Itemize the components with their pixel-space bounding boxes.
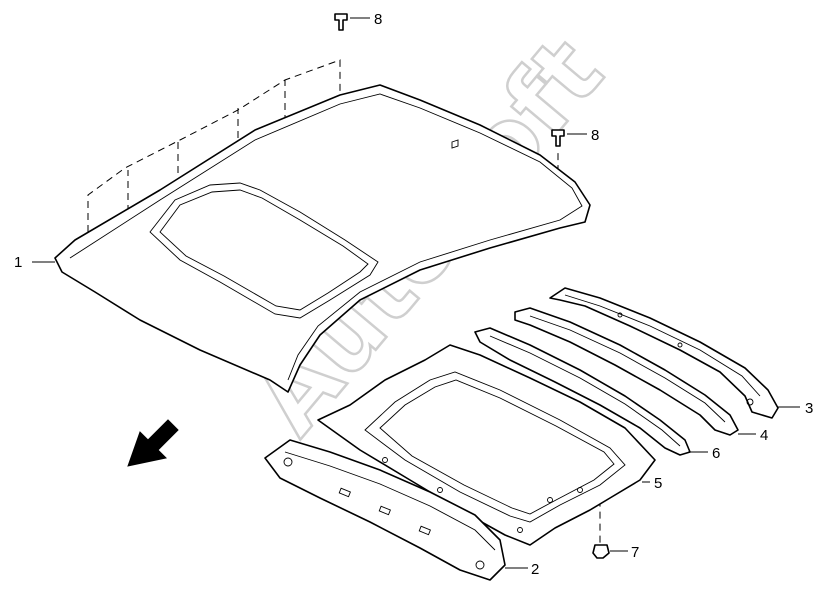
roof-bow-rear	[514, 307, 739, 436]
front-direction-arrow-icon	[127, 419, 179, 467]
leader-lines	[32, 17, 800, 569]
callout-labels: 1 2 3 4 5 6 7 8 8	[14, 11, 813, 578]
callout-6: 6	[712, 445, 720, 462]
roof-panel	[54, 84, 591, 393]
callout-8-side: 8	[591, 127, 599, 144]
mounting-bolt	[592, 544, 610, 559]
callout-8-top: 8	[374, 11, 382, 28]
front-roof-header	[264, 439, 506, 581]
callout-3: 3	[805, 400, 813, 417]
callout-5: 5	[654, 475, 662, 492]
roof-clip-side	[551, 129, 565, 147]
roof-clip-top	[334, 13, 348, 31]
roof-bow-middle	[474, 327, 691, 456]
callout-7: 7	[631, 544, 639, 561]
callout-2: 2	[531, 561, 539, 578]
callout-4: 4	[760, 427, 768, 444]
callout-1: 1	[14, 254, 22, 271]
rear-roof-rail	[549, 287, 779, 419]
